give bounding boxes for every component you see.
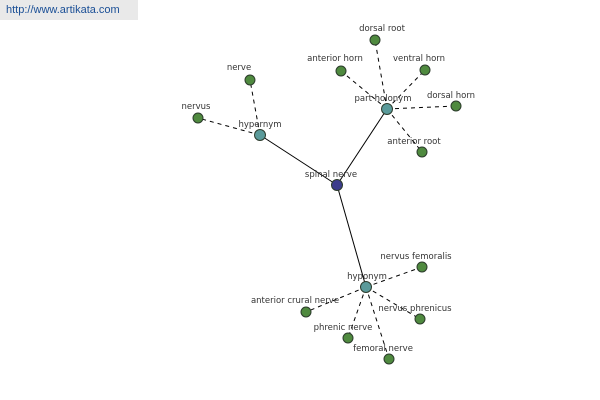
node-part-holonym[interactable] <box>381 103 393 115</box>
node-hypernym[interactable] <box>254 129 266 141</box>
edge-part-holonym-dorsal-root <box>374 39 388 110</box>
label-nerve[interactable]: nerve <box>227 63 251 73</box>
label-part-holonym[interactable]: part holonym <box>355 94 412 104</box>
node-nervus[interactable] <box>192 112 204 124</box>
label-anterior-horn[interactable]: anterior horn <box>307 54 363 64</box>
label-phrenic-nerve[interactable]: phrenic nerve <box>314 323 373 333</box>
label-dorsal-root[interactable]: dorsal root <box>359 24 406 34</box>
edge-part-holonym-anterior-horn <box>340 70 388 110</box>
label-center[interactable]: spinal nerve <box>305 170 357 180</box>
node-center[interactable] <box>331 179 343 191</box>
label-nervus[interactable]: nervus <box>182 102 212 112</box>
label-anterior-root[interactable]: anterior root <box>387 137 441 147</box>
node-femoral-nerve[interactable] <box>383 353 395 365</box>
node-nervus-phrenicus[interactable] <box>414 313 426 325</box>
source-url-link[interactable]: http://www.artikata.com <box>0 0 138 20</box>
label-ventral-horn[interactable]: ventral horn <box>393 54 445 64</box>
node-nerve[interactable] <box>244 74 256 86</box>
node-hyponym[interactable] <box>360 281 372 293</box>
node-phrenic-nerve[interactable] <box>342 332 354 344</box>
edge-hyponym-nervus-femoralis <box>365 266 423 288</box>
label-dorsal-horn[interactable]: dorsal horn <box>427 91 475 101</box>
node-anterior-root[interactable] <box>416 146 428 158</box>
nodes-layer <box>192 34 462 365</box>
edge-part-holonym-dorsal-horn <box>386 105 457 110</box>
edge-center-hypernym <box>259 134 338 186</box>
edge-part-holonym-anterior-root <box>386 108 423 153</box>
label-hyponym[interactable]: hyponym <box>347 272 387 282</box>
labels-layer: spinal nerve hypernym part holonym hyponym n… <box>182 24 476 354</box>
node-dorsal-horn[interactable] <box>450 100 462 112</box>
node-anterior-crural-nerve[interactable] <box>300 306 312 318</box>
node-anterior-horn[interactable] <box>335 65 347 77</box>
label-femoral-nerve[interactable]: femoral nerve <box>353 344 413 354</box>
edge-hyponym-phrenic-nerve <box>347 286 367 339</box>
node-dorsal-root[interactable] <box>369 34 381 46</box>
edge-hyponym-anterior-crural-nerve <box>305 286 367 313</box>
node-nervus-femoralis[interactable] <box>416 261 428 273</box>
edges-layer <box>197 39 457 360</box>
edge-hyponym-nervus-phrenicus <box>365 286 421 320</box>
edge-center-hyponym <box>336 184 367 288</box>
edge-center-part-holonym <box>336 108 388 186</box>
label-nervus-femoralis[interactable]: nervus femoralis <box>380 252 452 262</box>
node-ventral-horn[interactable] <box>419 64 431 76</box>
edge-hypernym-nerve <box>249 79 261 136</box>
label-anterior-crural-nerve[interactable]: anterior crural nerve <box>251 296 339 306</box>
edge-hypernym-nervus <box>197 117 261 136</box>
label-nervus-phrenicus[interactable]: nervus phrenicus <box>378 304 452 314</box>
edge-part-holonym-ventral-horn <box>386 69 426 110</box>
label-hypernym[interactable]: hypernym <box>238 120 281 130</box>
